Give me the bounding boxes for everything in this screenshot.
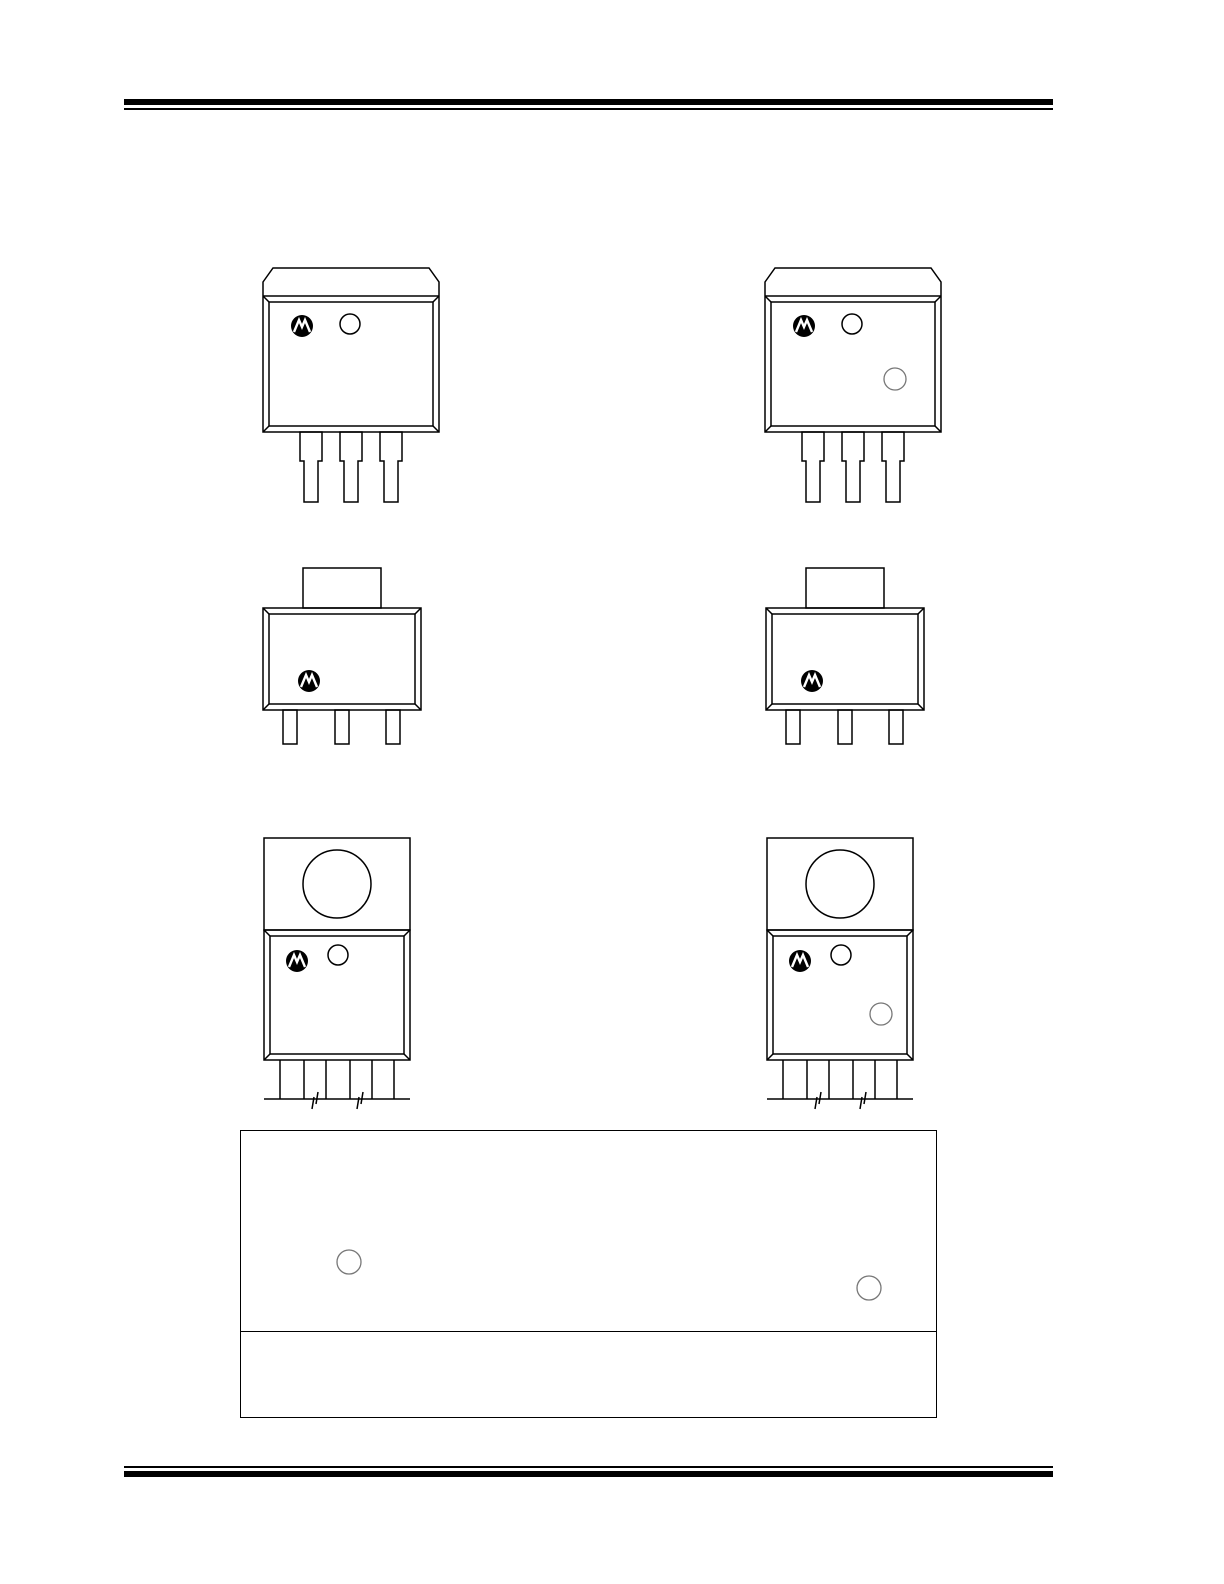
footer-rule-thick (124, 1471, 1053, 1477)
legend-markers (336, 1249, 882, 1301)
legend-marker-left (336, 1249, 362, 1275)
header-rule-thick (124, 99, 1053, 105)
pin1-marker (869, 1002, 893, 1026)
sot223-left (263, 568, 421, 744)
pin1-marker (883, 367, 907, 391)
legend-box (240, 1130, 937, 1418)
legend-divider (241, 1331, 936, 1332)
header-rule-thin (124, 108, 1053, 110)
legend-marker-right (856, 1275, 882, 1301)
sot223-right (766, 568, 924, 744)
to220-left (264, 838, 410, 1109)
to220-right (767, 838, 913, 1109)
ddpak-3-left (263, 268, 439, 502)
ddpak-3-right (765, 268, 941, 502)
footer-rule-thin (124, 1466, 1053, 1468)
